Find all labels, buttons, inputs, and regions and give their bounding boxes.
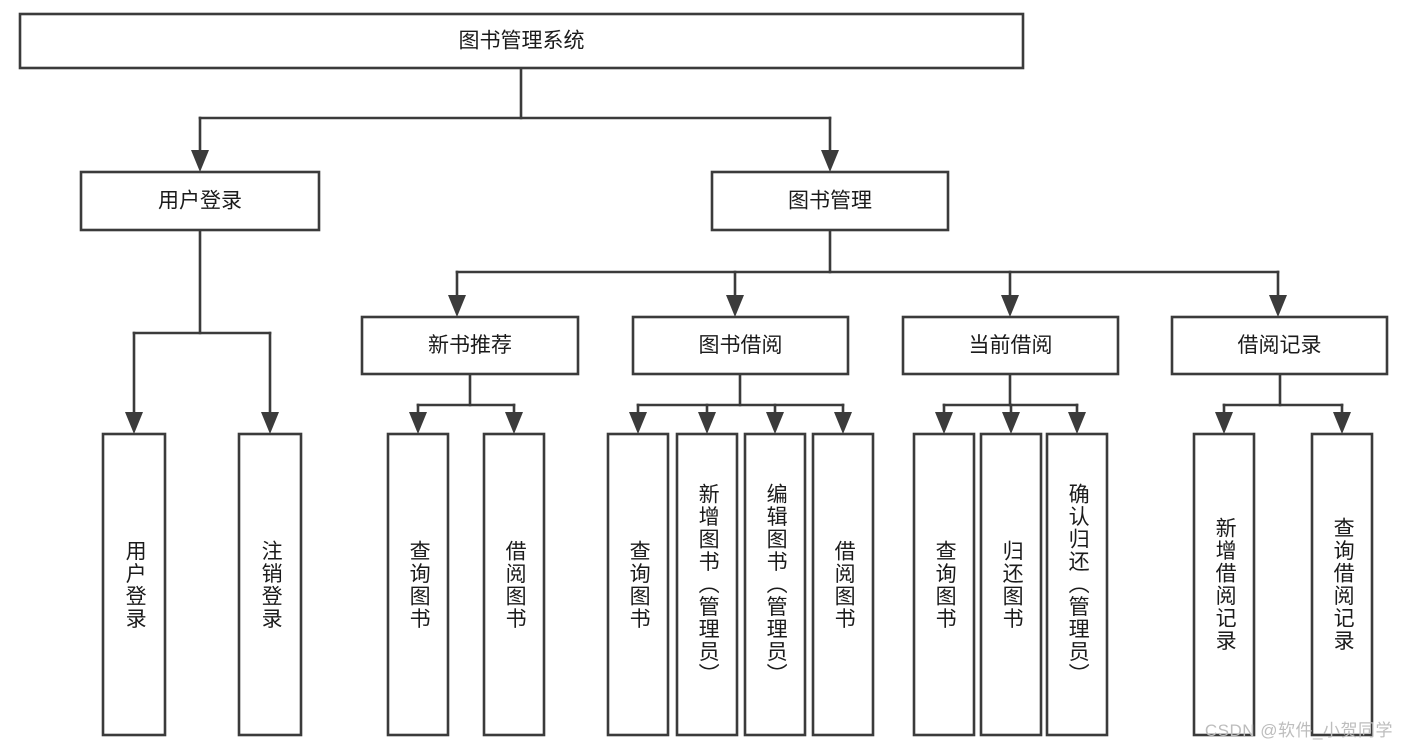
root-node-box[interactable] [18,12,1025,70]
level3-node-1-box[interactable] [631,315,850,376]
leaf-node-1-box[interactable] [237,432,303,737]
level2-node-1-label: 图书管理 [788,190,872,213]
arrow-head-icon [821,150,839,172]
arrow-head-icon [505,412,523,434]
arrow-head-icon [448,295,466,317]
arrow-head-icon [1333,412,1351,434]
arrow-head-icon [1001,295,1019,317]
leaf-node-6-box[interactable] [743,432,807,737]
leaf-node-11-box[interactable] [1192,432,1256,737]
arrow-head-icon [409,412,427,434]
level2-node-1-box[interactable] [710,170,950,232]
connectors-layer [125,66,1351,434]
watermark-text: CSDN @软件_小贺同学 [1204,721,1393,740]
arrow-head-icon [1068,412,1086,434]
arrow-head-icon [125,412,143,434]
level3-node-2-box[interactable] [901,315,1120,376]
arrow-head-icon [698,412,716,434]
arrow-head-icon [1215,412,1233,434]
leaf-node-4-box[interactable] [606,432,670,737]
level3-node-3-box[interactable] [1170,315,1389,376]
arrow-head-icon [191,150,209,172]
level3-node-2-label: 当前借阅 [969,334,1053,357]
leaf-node-10-box[interactable] [1045,432,1109,737]
leaf-node-2-box[interactable] [386,432,450,737]
arrow-head-icon [1269,295,1287,317]
arrow-head-icon [629,412,647,434]
leaf-node-0-box[interactable] [101,432,167,737]
leaf-node-9-box[interactable] [979,432,1043,737]
boxes-layer [18,12,1389,737]
arrow-head-icon [1002,412,1020,434]
leaf-node-12-box[interactable] [1310,432,1374,737]
level2-node-0-label: 用户登录 [158,190,242,213]
level3-node-1-label: 图书借阅 [699,334,783,357]
level2-node-0-box[interactable] [79,170,321,232]
leaf-node-7-box[interactable] [811,432,875,737]
leaf-node-5-box[interactable] [675,432,739,737]
arrow-head-icon [726,295,744,317]
level3-node-0-label: 新书推荐 [428,334,512,357]
arrow-head-icon [261,412,279,434]
root-node-label: 图书管理系统 [459,30,585,53]
level3-node-3-label: 借阅记录 [1238,334,1322,357]
leaf-node-8-box[interactable] [912,432,976,737]
arrow-head-icon [935,412,953,434]
arrow-head-icon [766,412,784,434]
arrow-head-icon [834,412,852,434]
leaf-node-3-box[interactable] [482,432,546,737]
level3-node-0-box[interactable] [360,315,580,376]
